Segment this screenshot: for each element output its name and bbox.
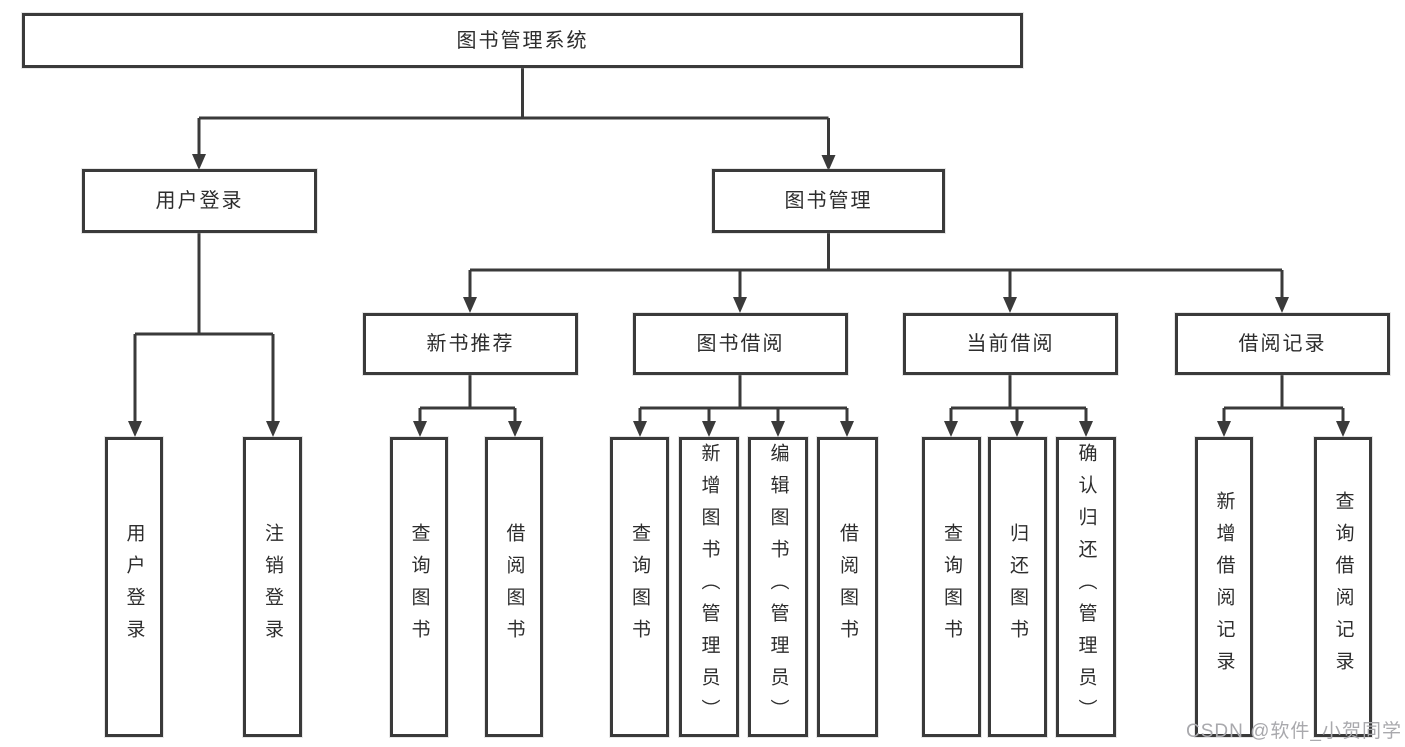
node-leaf-query-books-1: 查询图书 (390, 437, 448, 737)
node-leaf-add-book-admin-label: 新增图书（管理员） (698, 443, 720, 731)
node-library-management-system-label: 图书管理系统 (456, 29, 589, 52)
branch-current-borrow (944, 375, 1093, 437)
branch-borrow-records (1217, 375, 1350, 437)
branch-root (192, 68, 836, 171)
node-leaf-confirm-return-admin: 确认归还（管理员） (1056, 437, 1116, 737)
node-leaf-logout: 注销登录 (243, 437, 302, 737)
node-leaf-query-books-1-label: 查询图书 (408, 523, 430, 651)
node-new-book-recommend: 新书推荐 (363, 313, 578, 375)
node-leaf-return-books: 归还图书 (988, 437, 1047, 737)
node-leaf-query-books-2-label: 查询图书 (629, 523, 650, 651)
watermark: CSDN @软件_小贺同学 (1186, 721, 1402, 742)
branch-new-book-recommend (413, 375, 522, 437)
node-leaf-query-books-3: 查询图书 (922, 437, 981, 737)
node-leaf-borrow-books-1: 借阅图书 (485, 437, 543, 737)
node-leaf-user-login: 用户登录 (105, 437, 163, 737)
node-leaf-edit-book-admin-label: 编辑图书（管理员） (767, 443, 789, 731)
node-book-management: 图书管理 (712, 169, 945, 233)
node-borrow-records-label: 借阅记录 (1238, 333, 1327, 355)
node-leaf-add-borrow-record-label: 新增借阅记录 (1213, 491, 1235, 683)
node-leaf-borrow-books-1-label: 借阅图书 (503, 523, 525, 651)
node-user-login-group-label: 用户登录 (155, 190, 244, 212)
node-book-management-label: 图书管理 (784, 190, 873, 212)
node-book-borrow-label: 图书借阅 (696, 333, 785, 355)
node-book-borrow: 图书借阅 (633, 313, 848, 375)
node-leaf-add-book-admin: 新增图书（管理员） (679, 437, 739, 737)
node-leaf-user-login-label: 用户登录 (123, 523, 145, 651)
node-leaf-logout-label: 注销登录 (262, 523, 283, 651)
node-current-borrow-label: 当前借阅 (966, 333, 1055, 355)
branch-book-management (463, 233, 1289, 313)
node-leaf-borrow-books-2-label: 借阅图书 (837, 523, 858, 651)
node-leaf-query-books-2: 查询图书 (610, 437, 669, 737)
node-leaf-query-books-3-label: 查询图书 (941, 523, 962, 651)
node-leaf-confirm-return-admin-label: 确认归还（管理员） (1075, 443, 1097, 731)
node-leaf-return-books-label: 归还图书 (1007, 523, 1028, 651)
node-library-management-system: 图书管理系统 (22, 13, 1023, 68)
branch-book-borrow (633, 375, 854, 437)
node-leaf-query-borrow-record: 查询借阅记录 (1314, 437, 1372, 737)
node-borrow-records: 借阅记录 (1175, 313, 1390, 375)
node-leaf-edit-book-admin: 编辑图书（管理员） (748, 437, 808, 737)
node-current-borrow: 当前借阅 (903, 313, 1118, 375)
branch-user-login (128, 233, 280, 437)
node-leaf-borrow-books-2: 借阅图书 (817, 437, 878, 737)
node-leaf-query-borrow-record-label: 查询借阅记录 (1332, 491, 1354, 683)
node-leaf-add-borrow-record: 新增借阅记录 (1195, 437, 1253, 737)
node-new-book-recommend-label: 新书推荐 (426, 333, 515, 355)
node-user-login-group: 用户登录 (82, 169, 317, 233)
